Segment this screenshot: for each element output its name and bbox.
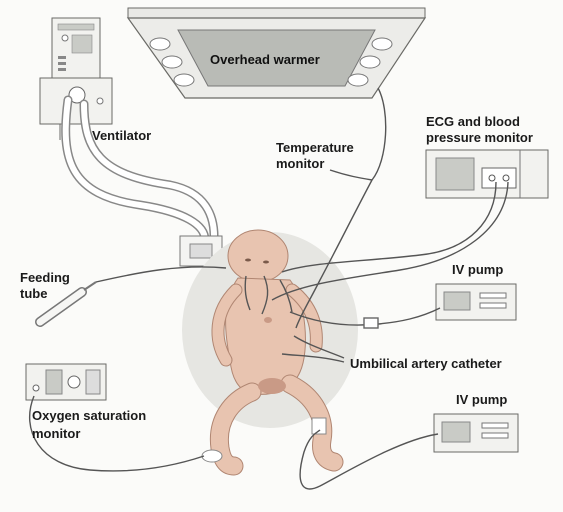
feeding-syringe xyxy=(35,281,97,327)
ecg-bp-monitor-label-line1: ECG and blood xyxy=(426,114,520,129)
ventilator xyxy=(39,17,113,140)
feeding-tube-label-line2: tube xyxy=(20,286,48,301)
temperature-monitor-label-line1: Temperature xyxy=(276,140,354,155)
umbilical-artery-catheter-label: Umbilical artery catheter xyxy=(350,356,502,371)
overhead-warmer-label: Overhead warmer xyxy=(210,52,320,67)
iv-pump-upper-device xyxy=(435,283,517,321)
oxygen-sat-device xyxy=(25,363,107,401)
infant xyxy=(201,229,344,476)
iv-pump-lower-device xyxy=(433,413,519,453)
ecg-bp-monitor-label-line2: pressure monitor xyxy=(426,130,533,145)
overhead-warmer xyxy=(126,7,427,99)
iv-pump-lower-label: IV pump xyxy=(456,392,508,407)
feeding-tube-label-line1: Feeding xyxy=(20,270,70,285)
ecg-bp-monitor xyxy=(425,149,549,199)
oxygen-saturation-label-line2: monitor xyxy=(32,426,81,441)
ventilator-tubing xyxy=(61,95,223,267)
iv-pump-upper-label: IV pump xyxy=(452,262,504,277)
oxygen-saturation-label-line1: Oxygen saturation xyxy=(32,408,147,423)
cables xyxy=(29,87,509,490)
temperature-monitor-label-line2: monitor xyxy=(276,156,325,171)
ventilator-label: Ventilator xyxy=(92,128,152,143)
